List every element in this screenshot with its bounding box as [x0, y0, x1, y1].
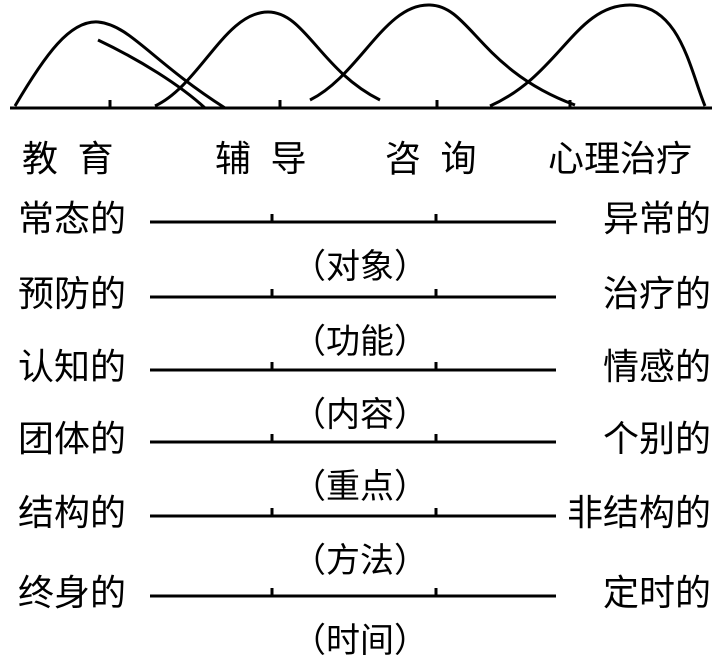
dimension-label: （功能）: [292, 322, 428, 362]
label-education: 教 育: [22, 139, 118, 180]
row-left-label: 常态的: [18, 199, 127, 240]
dimension-label: （时间）: [292, 621, 428, 657]
row-right-label: 非结构的: [566, 493, 711, 534]
curve-counseling: [309, 3, 576, 107]
row-right-label: 定时的: [602, 573, 711, 614]
dimension-label: （内容）: [292, 395, 428, 435]
curve-guidance: [154, 10, 381, 108]
row-left-label: 预防的: [18, 274, 127, 315]
label-psychotherapy: 心理治疗: [548, 139, 693, 180]
curve-therapy: [489, 3, 707, 108]
row-right-label: 情感的: [602, 347, 711, 388]
label-counseling: 咨 询: [385, 139, 481, 180]
curve-education: [13, 20, 226, 110]
row-right-label: 治疗的: [602, 274, 711, 315]
row-right-label: 个别的: [602, 419, 711, 460]
dimension-label: （方法）: [292, 541, 428, 581]
curve-education-tail: [97, 38, 207, 110]
dimension-label: （重点）: [292, 467, 428, 507]
row-left-label: 终身的: [18, 573, 127, 614]
label-guidance: 辅 导: [215, 139, 311, 180]
row-left-label: 结构的: [18, 493, 127, 534]
row-right-label: 异常的: [602, 199, 711, 240]
dimension-label: （对象）: [292, 247, 428, 287]
row-left-label: 团体的: [18, 419, 127, 460]
row-left-label: 认知的: [18, 347, 127, 388]
